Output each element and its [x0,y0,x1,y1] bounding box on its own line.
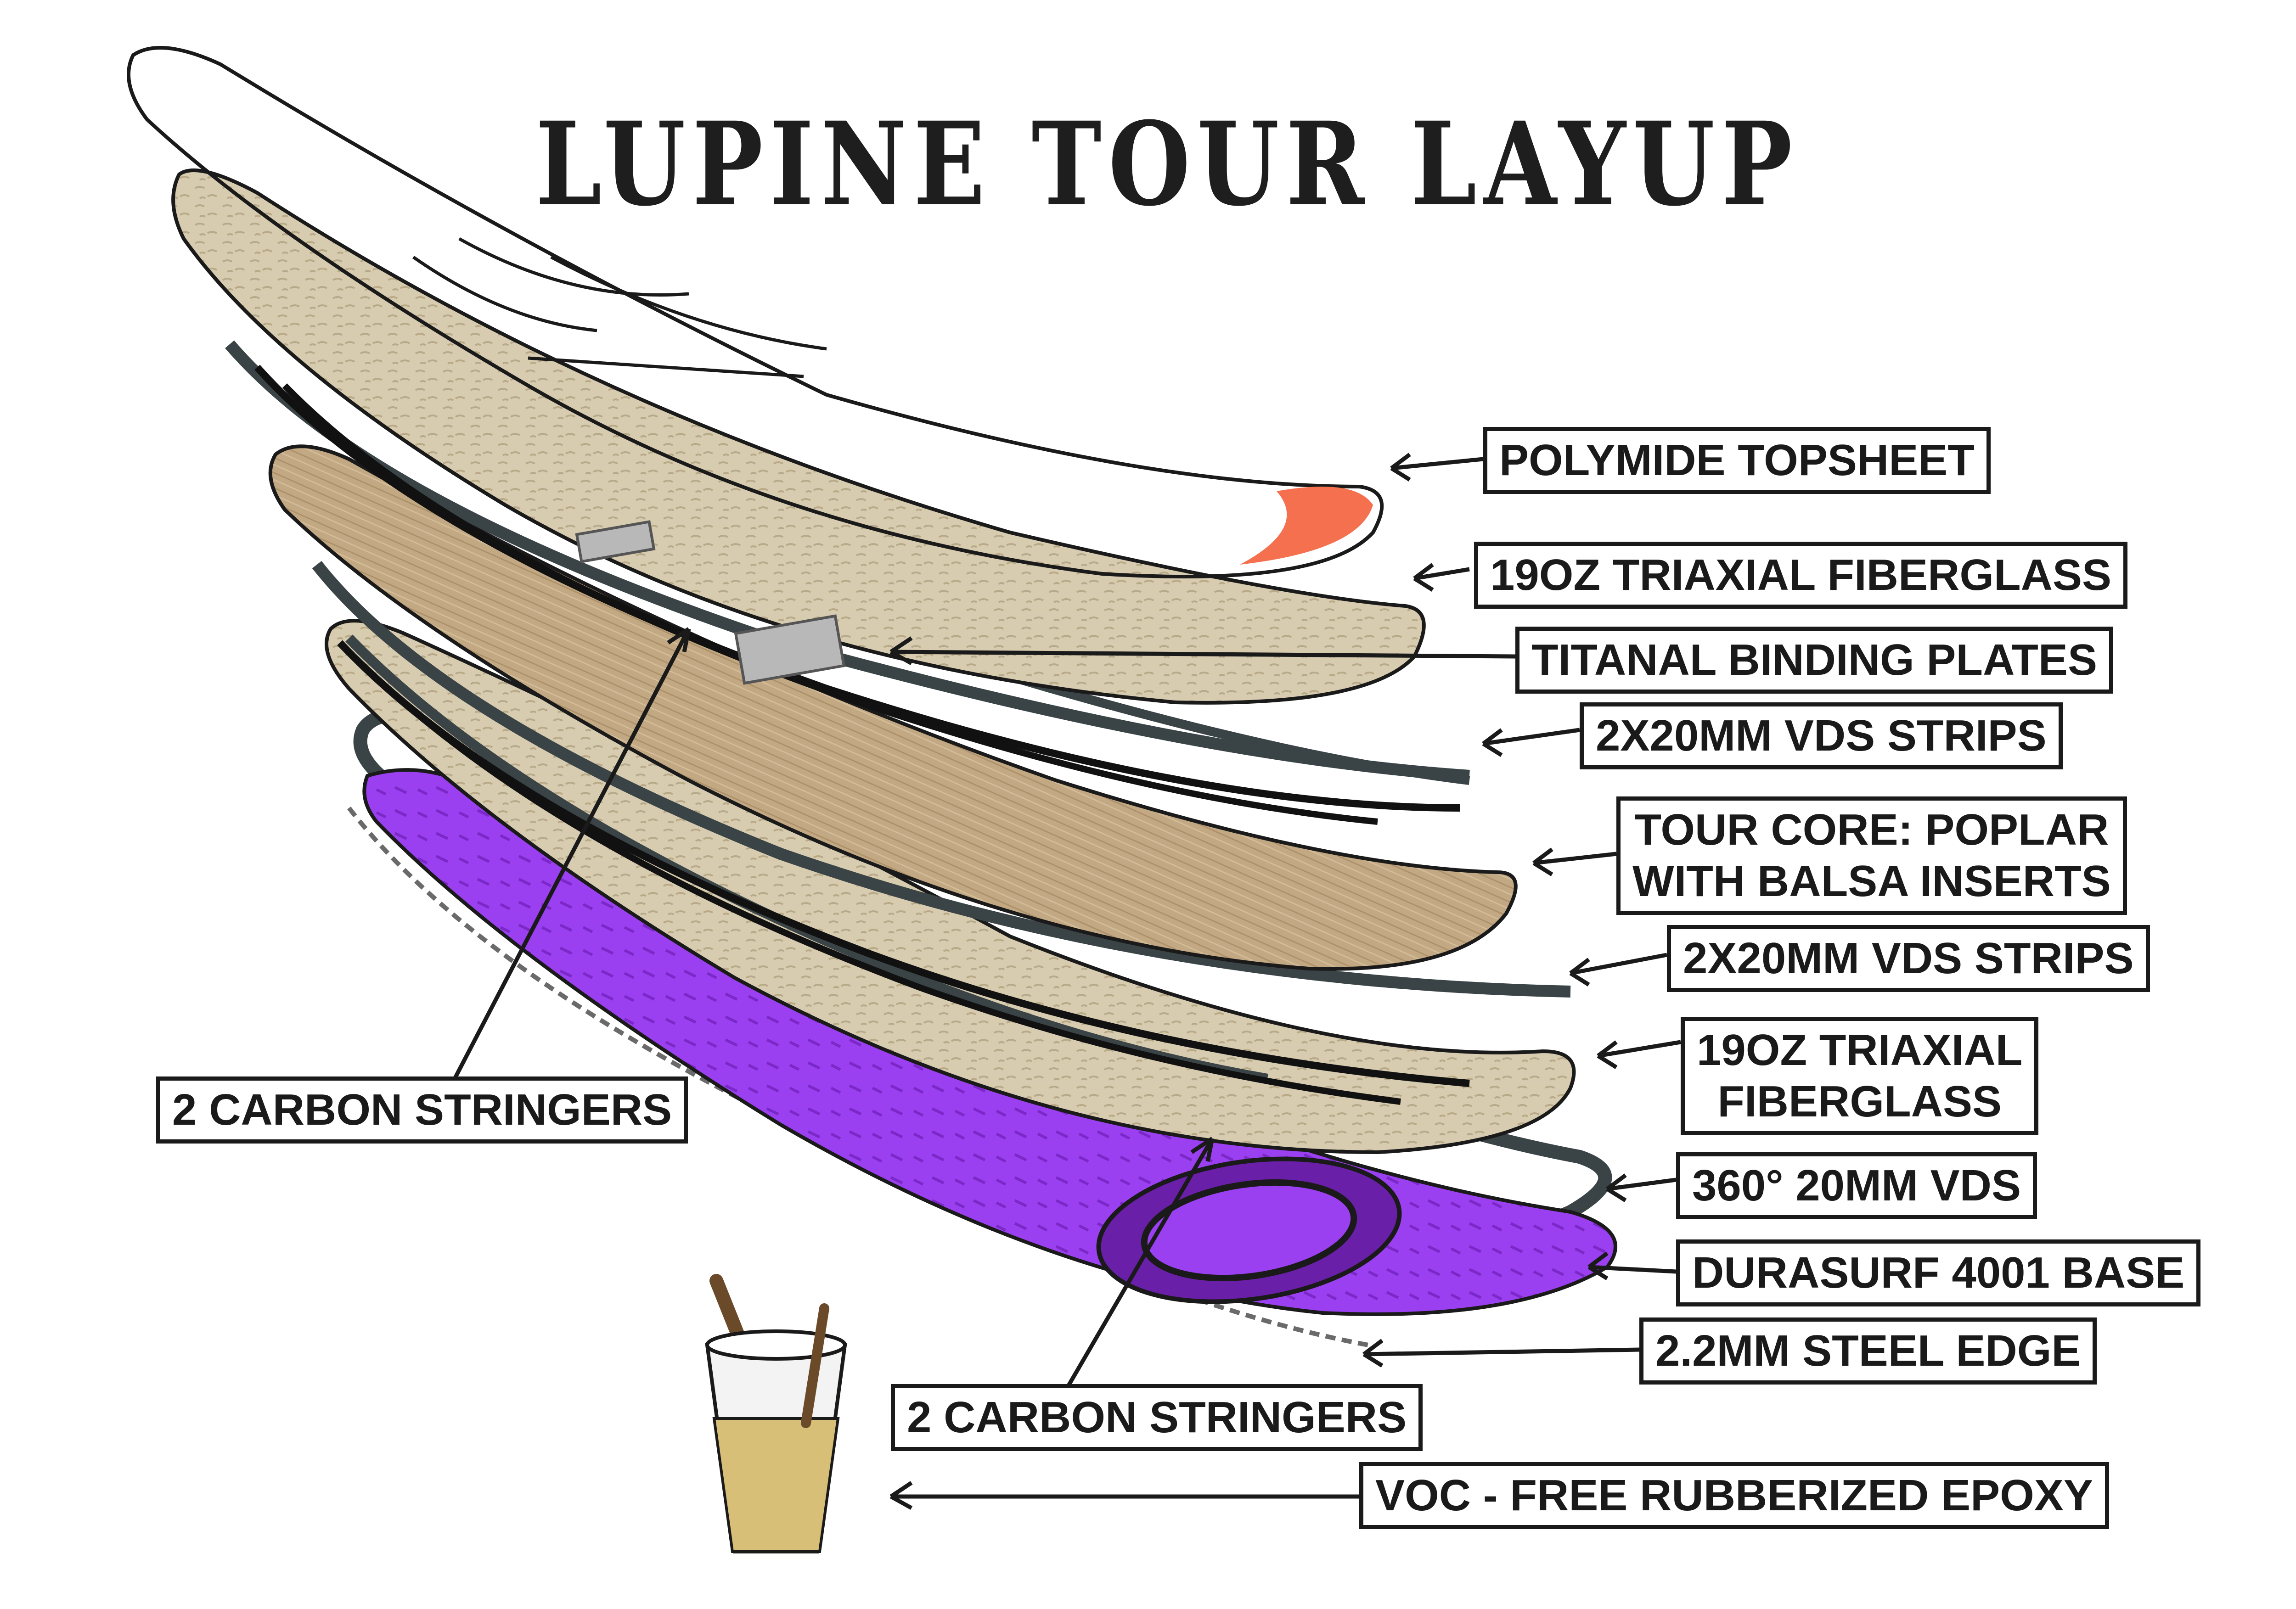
arrow-base [1587,1251,1677,1280]
titanal-plate-1 [575,520,656,563]
page-title: LUPINE TOUR LAYUP [535,96,1799,231]
label-vds-upper-text: 2X20MM VDS STRIPS [1596,711,2047,760]
label-core: TOUR CORE: POPLAR WITH BALSA INSERTS [1616,796,2127,915]
label-stringers-bottom: 2 CARBON STRINGERS [891,1384,1423,1451]
arrow-epoxy [889,1481,1359,1510]
label-fiberglass-top-text: 19OZ TRIAXIAL FIBERGLASS [1490,550,2112,600]
arrow-vds-360 [1606,1173,1677,1202]
arrow-fiberglass-bottom [1597,1040,1681,1069]
arrow-vds-upper [1482,728,1580,757]
label-topsheet: POLYMIDE TOPSHEET [1483,427,1991,494]
label-vds-360: 360° 20MM VDS [1676,1152,2037,1219]
label-fiberglass-bottom: 19OZ TRIAXIAL FIBERGLASS [1681,1017,2039,1135]
label-epoxy: VOC - FREE RUBBERIZED EPOXY [1359,1462,2109,1529]
arrow-fiberglass-top [1413,563,1470,592]
arrow-topsheet [1390,453,1484,482]
arrow-titanal [889,636,1516,665]
arrow-stringers-left [453,627,691,1080]
topsheet-line-art [412,237,827,378]
label-vds-lower-text: 2X20MM VDS STRIPS [1683,934,2134,983]
carbon-stringer-lower-2 [356,658,1401,1105]
label-vds-upper: 2X20MM VDS STRIPS [1580,702,2063,769]
label-edge: 2.2MM STEEL EDGE [1639,1317,2097,1385]
topsheet-layer [127,46,1384,578]
topsheet-tail-accent [1240,487,1373,565]
arrow-vds-lower [1569,953,1667,987]
arrow-stringers-bottom [1064,1137,1215,1392]
carbon-stringer-upper-2 [282,383,1378,825]
label-fiberglass-bottom-line1: 19OZ TRIAXIAL [1697,1026,2023,1075]
fiberglass-top-layer [171,168,1426,705]
label-fiberglass-top: 19OZ TRIAXIAL FIBERGLASS [1474,542,2128,609]
label-core-line2: WITH BALSA INSERTS [1632,857,2111,906]
label-vds-360-text: 360° 20MM VDS [1692,1161,2021,1210]
label-vds-lower: 2X20MM VDS STRIPS [1667,925,2150,992]
label-epoxy-text: VOC - FREE RUBBERIZED EPOXY [1375,1471,2093,1520]
leader-arrows [453,453,1681,1510]
vds-lower-strip-1 [312,561,1571,998]
arrow-edge [1362,1339,1640,1368]
label-titanal: TITANAL BINDING PLATES [1515,627,2113,694]
label-core-line1: TOUR CORE: POPLAR [1634,805,2109,854]
label-stringers-bottom-text: 2 CARBON STRINGERS [907,1393,1407,1442]
epoxy-cup-icon [705,1274,847,1553]
titanal-plate-2 [734,614,846,685]
label-titanal-text: TITANAL BINDING PLATES [1531,635,2097,684]
label-topsheet-text: POLYMIDE TOPSHEET [1499,436,1975,485]
label-edge-text: 2.2MM STEEL EDGE [1655,1326,2081,1375]
label-fiberglass-bottom-line2: FIBERGLASS [1717,1077,2002,1126]
label-stringers-left-text: 2 CARBON STRINGERS [172,1085,672,1134]
label-base-text: DURASURF 4001 BASE [1692,1248,2185,1297]
label-base: DURASURF 4001 BASE [1676,1239,2201,1306]
label-stringers-left: 2 CARBON STRINGERS [156,1076,688,1144]
arrow-core [1532,847,1617,876]
